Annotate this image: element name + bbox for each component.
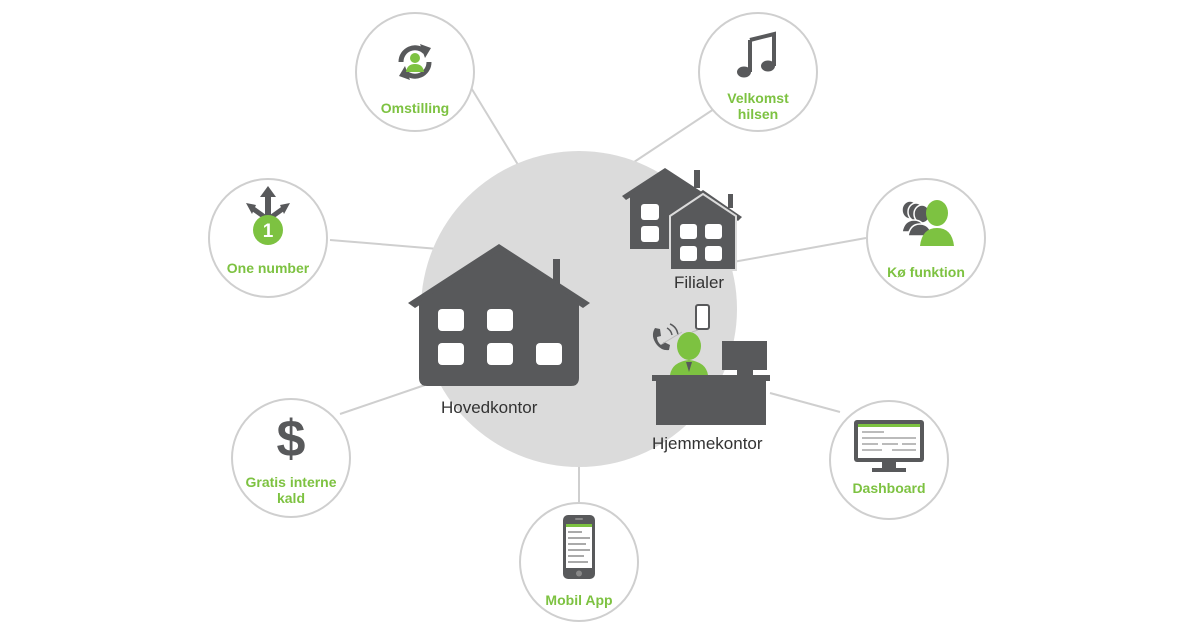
branches-label: Filialer [674,273,725,292]
feature-label-one-number: One number [226,260,310,276]
queue-icon [868,194,984,250]
mobile-phone-icon [695,304,710,330]
feature-label-mobil: Mobil App [545,592,613,608]
feature-label-koe: Kø funktion [887,264,965,280]
feature-one-number: 1 One number [208,178,328,298]
svg-text:$: $ [277,410,306,466]
phone-handset-icon [652,328,670,351]
music-note-icon [700,26,816,82]
home-office-label: Hjemmekontor [652,434,763,453]
one-number-icon: 1 [210,186,326,245]
feature-gratis: $ Gratis interne kald [231,398,351,518]
feature-koe: Kø funktion [866,178,986,298]
headquarters-house-icon [408,244,590,386]
connector-lines [329,85,867,502]
connector-velkomst [621,104,721,171]
person-head [677,332,701,360]
connector-dashboard [769,392,841,413]
desk-top [652,375,770,381]
feature-label-velkomst: Velkomst hilsen [727,90,789,122]
smartphone-icon [521,514,637,580]
connector-omstilling [469,85,521,169]
branches-houses-icon [622,168,742,271]
dollar-icon: $ [233,410,349,466]
feature-mobil: Mobil App [519,502,639,622]
feature-omstilling: Omstilling [355,12,475,132]
home-office-icon [652,304,770,425]
connector-koe [732,237,867,263]
desk-monitor [722,341,767,370]
feature-label-omstilling: Omstilling [380,100,450,116]
feature-label-gratis: Gratis interne kald [245,474,337,506]
svg-text:1: 1 [263,221,274,242]
headquarters-label: Hovedkontor [441,398,538,417]
connector-gratis [339,384,426,415]
feature-dashboard: Dashboard [829,400,949,520]
feature-label-dashboard: Dashboard [852,480,926,496]
desk-body [656,381,766,425]
transfer-icon [357,34,473,90]
monitor-icon [831,418,947,474]
feature-velkomst: Velkomst hilsen [698,12,818,132]
